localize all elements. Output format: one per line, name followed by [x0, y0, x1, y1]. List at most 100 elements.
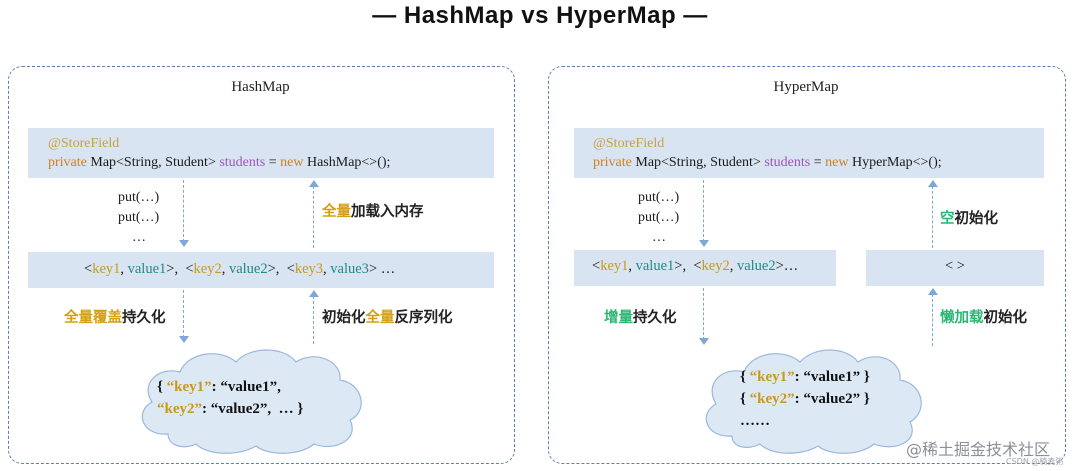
hypermap-json: { “key1”: “value1” } { “key2”: “value2” … [740, 366, 870, 432]
put-down-arrow [703, 180, 704, 242]
put-down-arrowhead [179, 240, 189, 247]
init-full-deserialize-label: 初始化全量反序列化 [322, 306, 453, 327]
hypermap-code-block: @StoreField private Map<String, Student>… [593, 134, 942, 172]
lazy-load-init-label: 懒加载初始化 [940, 306, 1027, 327]
put-call: put(…) [118, 190, 160, 205]
empty-init-up-arrowhead [928, 180, 938, 187]
hashmap-constructor: HashMap<>(); [303, 155, 391, 170]
init-text: 初始化 [954, 211, 999, 227]
incremental-persist-label: 增量持久化 [604, 306, 677, 327]
empty-highlight: 空 [940, 211, 955, 227]
persist-down-arrow [183, 290, 184, 338]
json-value: : “value1”, [211, 379, 281, 395]
students-variable: students [219, 155, 266, 170]
equals-sign: = [810, 155, 826, 170]
entry-key: key3 [294, 261, 324, 277]
students-variable: students [764, 155, 811, 170]
json-key: “key1” [749, 369, 795, 385]
json-brace: { [157, 379, 167, 395]
put-call: put(…) [118, 210, 160, 225]
deserialize-text: 反序列化 [394, 310, 453, 326]
entry-key: key1 [600, 258, 629, 274]
full-highlight: 全量 [365, 310, 395, 326]
diagram-title: — HashMap vs HyperMap — [372, 2, 708, 29]
hashmap-code-block: @StoreField private Map<String, Student>… [48, 134, 390, 172]
init-text: 初始化 [322, 310, 366, 326]
hashmap-json: { “key1”: “value1”, “key2”: “value2”, … … [157, 376, 303, 420]
json-brace: { [740, 391, 750, 407]
load-up-arrowhead [309, 180, 319, 187]
put-down-arrow [183, 180, 184, 242]
entry-key: key2 [193, 261, 222, 277]
put-ellipsis: … [652, 230, 666, 245]
entries-ellipsis: … [783, 258, 799, 274]
json-key: “key1” [166, 379, 212, 395]
hashmap-put-calls: put(…) put(…) … [118, 188, 159, 248]
empty-init-up-arrow [932, 186, 933, 248]
entry-key: key2 [701, 258, 730, 274]
hashmap-storage-cloud [141, 349, 362, 454]
hypermap-put-calls: put(…) put(…) … [638, 188, 679, 248]
json-key: “key2” [749, 391, 795, 407]
hashmap-code-bar [28, 128, 494, 178]
equals-sign: = [265, 155, 281, 170]
put-call: put(…) [638, 190, 680, 205]
json-brace: { [740, 369, 750, 385]
persist-down-arrowhead [179, 336, 189, 343]
full-highlight: 全量 [322, 204, 351, 220]
json-value: : “value2” } [794, 391, 870, 407]
init-text: 初始化 [983, 310, 1028, 326]
entry-value: value2 [228, 261, 268, 277]
hypermap-code-bar [574, 128, 1044, 178]
map-type: Map<String, Student> [631, 155, 765, 170]
hashmap-entries: <key1, value1>, <key2, value2>, <key3, v… [84, 261, 396, 277]
entry-value: value1 [635, 258, 675, 274]
persist-text: 持久化 [122, 310, 166, 326]
load-into-memory-text: 加载入内存 [351, 204, 424, 220]
new-keyword: new [825, 155, 849, 170]
lazy-load-highlight: 懒加载 [940, 310, 984, 326]
persist-text: 持久化 [633, 310, 677, 326]
lazy-load-up-arrow [932, 294, 933, 346]
full-overwrite-highlight: 全量覆盖 [64, 310, 122, 326]
persist-down-arrowhead [699, 338, 709, 345]
hypermap-label: HyperMap [773, 79, 839, 95]
private-keyword: private [593, 155, 632, 170]
init-up-arrowhead [309, 290, 319, 297]
full-load-label: 全量加载入内存 [322, 200, 424, 221]
private-keyword: private [48, 155, 87, 170]
entry-key: key1 [92, 261, 121, 277]
json-ellipsis: …… [740, 413, 770, 429]
put-ellipsis: … [132, 230, 146, 245]
new-keyword: new [280, 155, 304, 170]
entry-value: value2 [736, 258, 776, 274]
json-value: : “value1” } [794, 369, 870, 385]
persist-down-arrow [703, 288, 704, 340]
map-type: Map<String, Student> [86, 155, 220, 170]
json-key: “key2” [157, 401, 202, 417]
hypermap-entries-bar [574, 250, 836, 286]
entries-ellipsis: … [377, 261, 396, 277]
hypermap-constructor: HyperMap<>(); [848, 155, 942, 170]
incremental-highlight: 增量 [604, 310, 633, 326]
empty-map-bar [866, 250, 1044, 286]
put-down-arrowhead [699, 240, 709, 247]
json-value: : “value2”, … } [202, 401, 304, 417]
init-up-arrow [313, 296, 314, 344]
hashmap-label: HashMap [231, 79, 290, 95]
load-up-arrow [313, 186, 314, 248]
hashmap-panel [8, 66, 515, 464]
hypermap-storage-cloud [705, 349, 922, 454]
store-field-annotation: @StoreField [48, 136, 120, 151]
entry-value: value3 [330, 261, 369, 277]
hashmap-entries-bar [28, 252, 494, 288]
empty-map: < > [945, 258, 965, 274]
full-overwrite-persist-label: 全量覆盖持久化 [64, 306, 166, 327]
author-watermark: CSDN @楠麦粥 [1006, 457, 1064, 466]
store-field-annotation: @StoreField [593, 136, 665, 151]
lazy-load-up-arrowhead [928, 288, 938, 295]
platform-watermark: @稀土掘金技术社区 [906, 440, 1051, 459]
hypermap-panel [548, 66, 1066, 464]
hypermap-entries: <key1, value1>, <key2, value2>… [592, 258, 799, 274]
empty-init-label: 空初始化 [940, 207, 998, 228]
